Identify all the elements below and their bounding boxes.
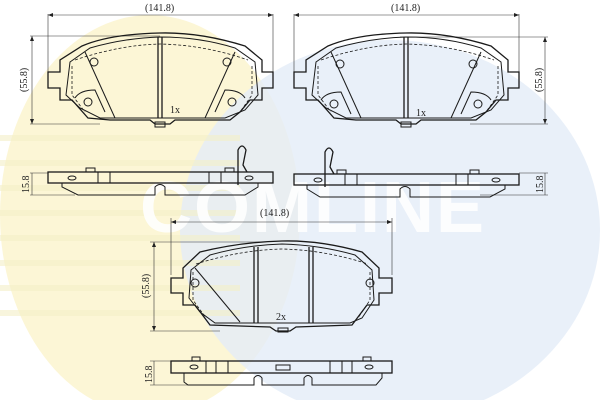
comline-watermark: COMLINE — [0, 15, 600, 400]
quantity-label: 1x — [170, 105, 180, 116]
pad-side-view-right: 15.8 — [293, 147, 548, 198]
quantity-label: 1x — [416, 108, 426, 119]
thickness-dimension: 15.8 — [535, 176, 546, 194]
pad-front-view-bottom: (141.8) (55.8) 2x — [141, 208, 393, 333]
quantity-label: 2x — [276, 312, 286, 323]
width-dimension: (141.8) — [145, 3, 174, 14]
thickness-dimension: 15.8 — [21, 176, 32, 194]
pad-front-view-right: (141.8) (55.8) 1x — [293, 3, 548, 128]
pad-front-view-left: (141.8) (55.8) 1x — [19, 3, 274, 128]
pad-side-view-left: 15.8 — [21, 145, 274, 196]
height-dimension: (55.8) — [141, 274, 152, 298]
watermark-text: COMLINE — [140, 168, 486, 248]
width-dimension: (141.8) — [260, 208, 289, 219]
pad-side-view-bottom: 15.8 — [144, 356, 393, 386]
width-dimension: (141.8) — [391, 3, 420, 14]
height-dimension: (55.8) — [19, 68, 30, 92]
thickness-dimension: 15.8 — [144, 366, 155, 384]
height-dimension: (55.8) — [534, 68, 545, 92]
